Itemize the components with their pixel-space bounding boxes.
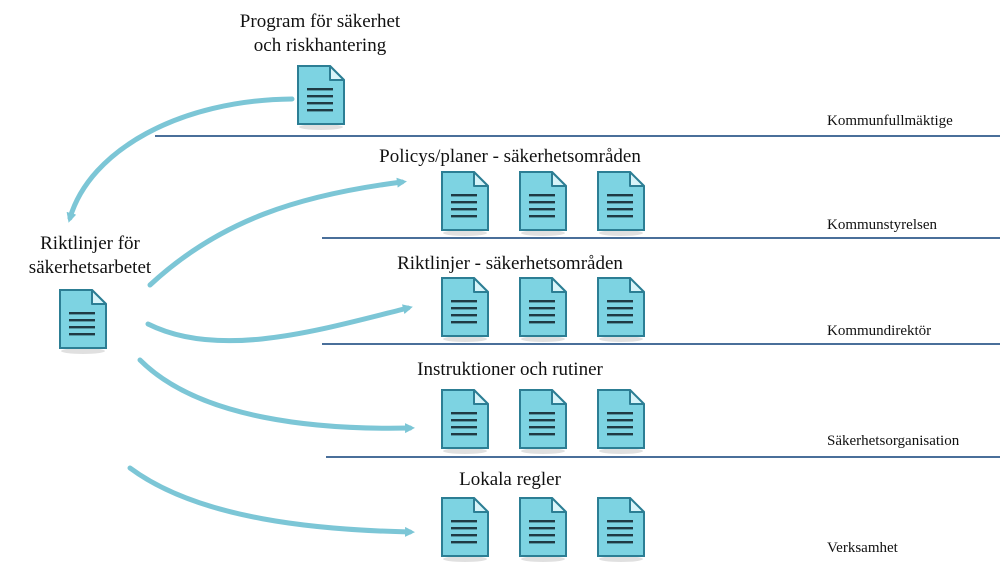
document-icon: [596, 388, 646, 454]
arrow-to-policys: [147, 177, 407, 288]
level-title-riktlinjer: Riktlinjer - säkerhetsområden: [397, 253, 623, 274]
level-title-instruktioner: Instruktioner och rutiner: [417, 359, 603, 380]
document-icon: [440, 276, 490, 342]
level-title-lokala: Lokala regler: [459, 469, 561, 490]
document-icon: [440, 170, 490, 236]
tier-label-kommunstyrelsen: Kommunstyrelsen: [827, 217, 937, 233]
document-icon: [596, 276, 646, 342]
document-icon: [596, 496, 646, 562]
divider-line: [326, 456, 1000, 458]
arrow-program-to-riktlinjer: [66, 96, 295, 223]
program-label-line1: Program för säkerhet: [239, 11, 401, 32]
document-icon: [58, 288, 108, 354]
document-icon: [518, 496, 568, 562]
divider-line: [155, 135, 1000, 137]
document-icon: [518, 388, 568, 454]
program-label-line2: och riskhantering: [253, 35, 387, 56]
level-title-policys: Policys/planer - säkerhetsområden: [379, 146, 641, 167]
document-icon: [296, 64, 346, 130]
document-icon: [440, 496, 490, 562]
riktlinjer-label-line2: säkerhetsarbetet: [28, 257, 152, 278]
document-icon: [440, 388, 490, 454]
tier-label-kommundirektor: Kommundirektör: [827, 323, 932, 339]
divider-line: [322, 343, 1000, 345]
tier-label-kommunfullmaktige: Kommunfullmäktige: [827, 113, 953, 129]
arrow-to-riktlinjer-omraden: [145, 304, 413, 344]
arrow-to-instruktioner: [137, 357, 415, 434]
document-icon: [518, 170, 568, 236]
tier-label-sakerhetsorganisation: Säkerhetsorganisation: [827, 433, 960, 449]
arrow-to-lokala-regler: [127, 465, 415, 537]
document-icon: [596, 170, 646, 236]
document-icon: [518, 276, 568, 342]
program-label: Program för säkerhet och riskhantering: [220, 10, 420, 58]
tier-label-verksamhet: Verksamhet: [827, 540, 898, 556]
divider-line: [322, 237, 1000, 239]
riktlinjer-label: Riktlinjer för säkerhetsarbetet: [0, 232, 180, 280]
riktlinjer-label-line1: Riktlinjer för: [40, 233, 140, 254]
